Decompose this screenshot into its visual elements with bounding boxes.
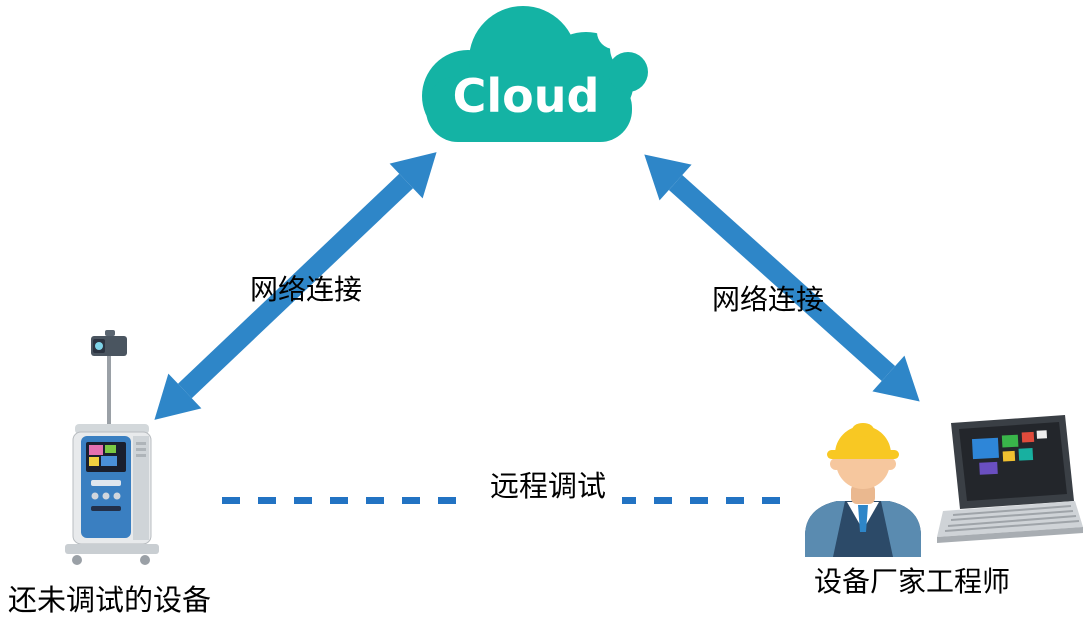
- kiosk-controls: [91, 442, 146, 511]
- kiosk-screen: [86, 442, 126, 472]
- engineer-icon: [795, 402, 930, 557]
- suit-lapel-left: [805, 501, 845, 557]
- neck: [851, 484, 875, 504]
- network-connection-label-left: 网络连接: [250, 275, 363, 306]
- laptop-keyboard: [937, 501, 1083, 543]
- suit-lapel-right: [881, 501, 921, 557]
- cloud-icon: Cloud: [398, 0, 663, 155]
- device-caption: 还未调试的设备: [8, 585, 212, 617]
- laptop-icon: [933, 413, 1085, 550]
- camera-pole: [107, 356, 111, 434]
- kiosk-base: [65, 544, 159, 565]
- cloud-highlight: [597, 15, 663, 96]
- cloud-shape: [422, 6, 634, 142]
- laptop-screen: [951, 415, 1074, 509]
- camera-head: [91, 330, 127, 356]
- kiosk-device-icon: [45, 330, 175, 570]
- hard-hat: [827, 423, 899, 459]
- engineer-caption: 设备厂家工程师: [813, 567, 1011, 598]
- tie: [858, 505, 868, 532]
- remote-debug-label: 远程调试: [473, 463, 623, 511]
- cloud-label: Cloud: [453, 69, 600, 123]
- network-connection-label-right: 网络连接: [712, 285, 825, 316]
